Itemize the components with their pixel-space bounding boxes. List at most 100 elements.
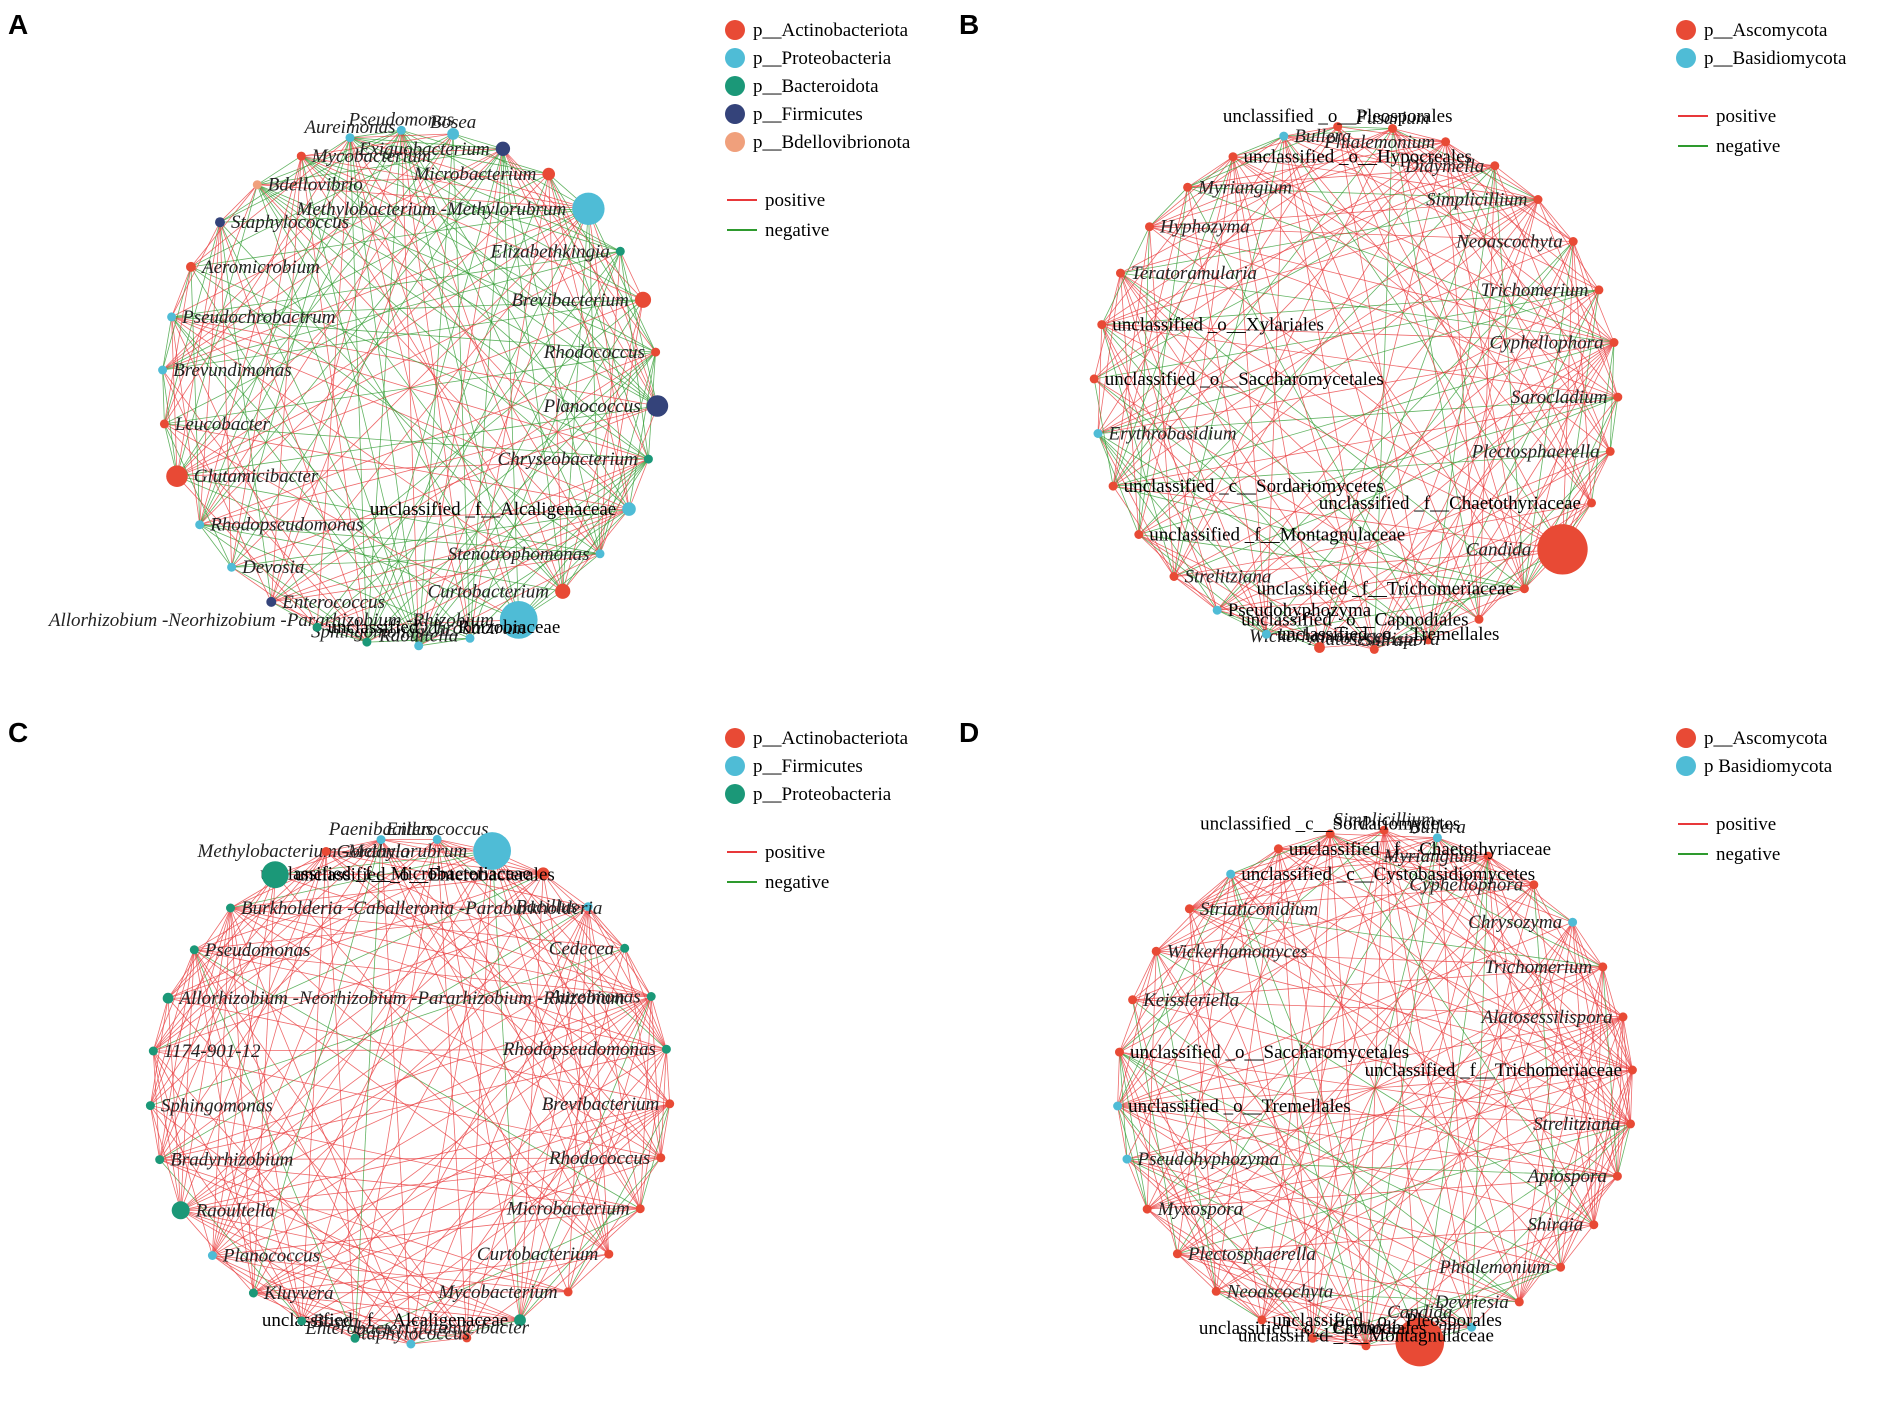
negative-edge: [257, 155, 302, 186]
network-node: [296, 151, 306, 161]
node-label: Pseudohyphozyma: [1137, 1149, 1279, 1170]
positive-edge: [270, 208, 589, 603]
negative-edge: [518, 508, 630, 621]
negative-edge: [452, 133, 504, 150]
positive-edge: [1113, 396, 1618, 487]
network-node: [350, 1333, 360, 1343]
positive-edge: [1155, 951, 1367, 1346]
positive-edge: [380, 839, 412, 1345]
node-label: 1174-901-12: [164, 1041, 261, 1062]
negative-edge: [1101, 324, 1375, 650]
network-node: [261, 861, 289, 889]
positive-edge: [1524, 451, 1611, 589]
node-label: Aeromicrobium: [200, 257, 320, 278]
negative-edge: [349, 137, 658, 407]
positive-edge: [1365, 856, 1489, 1346]
positive-edge: [1278, 848, 1624, 1018]
positive-edge: [326, 839, 382, 852]
network-node: [1108, 481, 1118, 491]
network-node: [1514, 1297, 1524, 1307]
positive-edge: [164, 137, 351, 425]
negative-edge: [176, 133, 454, 477]
positive-edge: [159, 1159, 521, 1321]
positive-edge: [1093, 126, 1338, 380]
positive-edge: [194, 839, 382, 951]
network-node: [1261, 629, 1271, 639]
positive-edge: [326, 850, 493, 852]
node-label: Candida: [1387, 1302, 1452, 1323]
positive-edge: [1146, 833, 1331, 1210]
network-node: [1361, 1341, 1371, 1351]
node-label: Curtobacterium: [428, 581, 549, 602]
node-label: Wickerhamomyces: [1249, 626, 1390, 647]
network-node: [583, 902, 593, 912]
node-label: Striaticonidium: [1200, 899, 1318, 920]
positive-edge: [1156, 829, 1385, 952]
legend-swatch: [725, 132, 745, 152]
negative-edge: [257, 184, 656, 353]
negative-edge: [1101, 289, 1599, 325]
positive-edge: [1119, 855, 1489, 1053]
negative-edge: [401, 129, 621, 252]
negative-edge: [400, 130, 520, 620]
positive-edge: [1117, 1105, 1618, 1177]
positive-edge: [354, 996, 652, 1339]
network-node: [646, 395, 669, 417]
node-label: Erythrobasidium: [1108, 424, 1237, 445]
positive-edge: [270, 133, 454, 603]
node-label: Planococcus: [222, 1246, 320, 1267]
positive-edge: [164, 184, 258, 425]
positive-edge: [1445, 141, 1574, 242]
network-node: [615, 246, 625, 256]
nodes: PseudomonasBoseaExiguobacteriumMicrobact…: [47, 110, 669, 651]
positive-edge: [1146, 855, 1489, 1210]
negative-edge: [349, 137, 420, 646]
network-node: [1279, 131, 1289, 141]
node-label: Paenibacillus: [328, 819, 433, 840]
negative-edge: [1126, 1158, 1472, 1328]
positive-edge: [380, 839, 641, 1209]
negative-edge: [619, 251, 658, 407]
positive-edge: [1126, 1069, 1633, 1160]
node-label: Bdellovibrio: [268, 175, 363, 196]
negative-edge: [193, 949, 356, 1339]
positive-edge: [253, 1291, 569, 1294]
negative-edge: [1283, 135, 1563, 550]
positive-edge: [1562, 241, 1574, 550]
positive-edge: [1155, 951, 1421, 1343]
positive-edge: [271, 458, 649, 603]
node-label: Fusarium: [1355, 108, 1430, 129]
legend-label: p__Bdellovibrionota: [753, 132, 911, 153]
positive-edge: [230, 907, 662, 1159]
positive-edge: [194, 850, 493, 951]
positive-edge: [212, 1208, 641, 1256]
network-node: [158, 365, 168, 375]
positive-legend-label: positive: [765, 842, 825, 863]
network-node: [1172, 1249, 1182, 1259]
node-label: Enterococcus: [281, 592, 385, 613]
positive-edge: [301, 1320, 467, 1339]
negative-edge: [190, 133, 454, 268]
negative-edge: [1392, 128, 1539, 200]
node-label: unclassified _o__Capnodiales: [1199, 1318, 1426, 1339]
positive-edge: [301, 1103, 670, 1322]
legend-swatch: [725, 756, 745, 776]
positive-edge: [219, 222, 232, 568]
negative-edge: [1329, 833, 1595, 1225]
positive-edge: [1437, 837, 1489, 857]
node-label: Apiospora: [1526, 1166, 1607, 1187]
negative-edge: [418, 508, 630, 647]
positive-edge: [1487, 855, 1604, 968]
positive-edge: [1572, 922, 1633, 1071]
positive-edge: [1149, 135, 1285, 228]
positive-edge: [1572, 241, 1615, 343]
negative-edge: [164, 423, 232, 568]
network-node: [1257, 1315, 1267, 1325]
positive-edge: [171, 316, 563, 592]
positive-edge: [1283, 135, 1539, 200]
positive-edge: [567, 996, 652, 1293]
node-label: Elizabethkingia: [490, 241, 610, 262]
network-node: [1395, 1317, 1445, 1367]
